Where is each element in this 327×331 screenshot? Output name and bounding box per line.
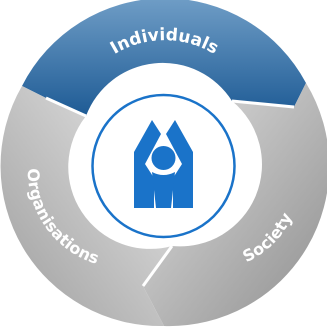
segment-society [143, 83, 327, 327]
divider-left [45, 96, 87, 118]
person-in-sheltering-hands-icon [134, 120, 193, 208]
divider-bottom [141, 245, 174, 287]
segment-organisations [0, 86, 173, 327]
divider-right [231, 99, 295, 109]
segment-individuals [22, 0, 306, 116]
